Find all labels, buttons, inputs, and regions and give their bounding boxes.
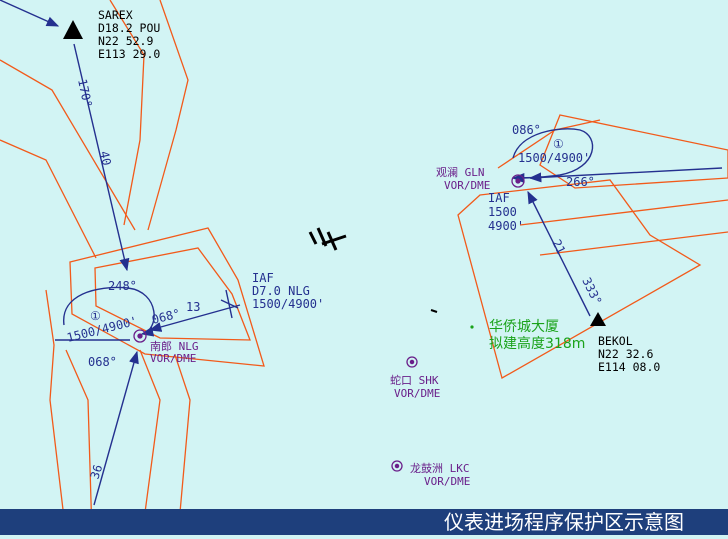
lkc-vor-icon (391, 460, 403, 472)
iaf-gln-line3: 4900' (488, 219, 524, 233)
distance-13: 13 (186, 300, 200, 314)
shk-label: 蛇口 SHK (390, 373, 439, 387)
arrival-routes (0, 0, 723, 506)
iaf-nlg-line1: IAF (252, 271, 274, 285)
obstacle-name: 华侨城大厦 (489, 319, 559, 335)
footer-title-bar: 仪表进场程序保护区示意图 (0, 509, 728, 535)
bekol-lat: N22 32.6 (598, 347, 653, 361)
distance-36: 36 (88, 463, 106, 481)
course-170: 170° (75, 78, 95, 109)
holding-nlg-num: ① (90, 309, 101, 323)
course-248: 248° (108, 279, 137, 293)
nlg-label: 南郎 NLG (150, 339, 199, 353)
iaf-marks (220, 289, 239, 319)
lkc-label: 龙鼓洲 LKC (410, 461, 470, 475)
sarex-dist: D18.2 POU (98, 21, 160, 35)
obstacle-height: 拟建高度318m (489, 335, 585, 352)
footer-title: 仪表进场程序保护区示意图 (444, 510, 684, 534)
sarex-name: SAREX (98, 8, 133, 22)
gln-vor-icon (511, 174, 525, 188)
course-266: 266° (566, 175, 595, 189)
holding-gln-alt: 1500/4900' (518, 151, 590, 165)
airport-runway-icon (308, 227, 347, 251)
shk-type: VOR/DME (394, 387, 440, 400)
course-068-a: 068° (150, 306, 181, 327)
distance-40: 40 (97, 150, 114, 167)
iaf-nlg-line2: D7.0 NLG (252, 284, 310, 298)
distance-21: 21 (549, 237, 568, 256)
nlg-type: VOR/DME (150, 352, 196, 365)
shk-vor-icon (406, 356, 418, 368)
iaf-gln-line2: 1500 (488, 205, 517, 219)
nlg-vor-icon (133, 329, 147, 343)
iaf-gln-line1: IAF (488, 191, 510, 205)
lkc-type: VOR/DME (424, 475, 470, 488)
bekol-name: BEKOL (598, 334, 633, 348)
bekol-fix-icon (590, 312, 606, 326)
small-mark (430, 309, 438, 313)
gln-label: 观澜 GLN (436, 165, 485, 179)
obstacle-icon (470, 325, 474, 329)
bekol-lon: E114 08.0 (598, 360, 660, 374)
holding-gln-num: ① (553, 137, 564, 151)
sarex-lat: N22 52.9 (98, 34, 153, 48)
gln-type: VOR/DME (444, 179, 490, 192)
course-068-b: 068° (88, 355, 117, 369)
course-086: 086° (512, 123, 541, 137)
sarex-fix-icon (63, 20, 83, 39)
sarex-lon: E113 29.0 (98, 47, 160, 61)
iaf-nlg-line3: 1500/4900' (252, 297, 324, 311)
